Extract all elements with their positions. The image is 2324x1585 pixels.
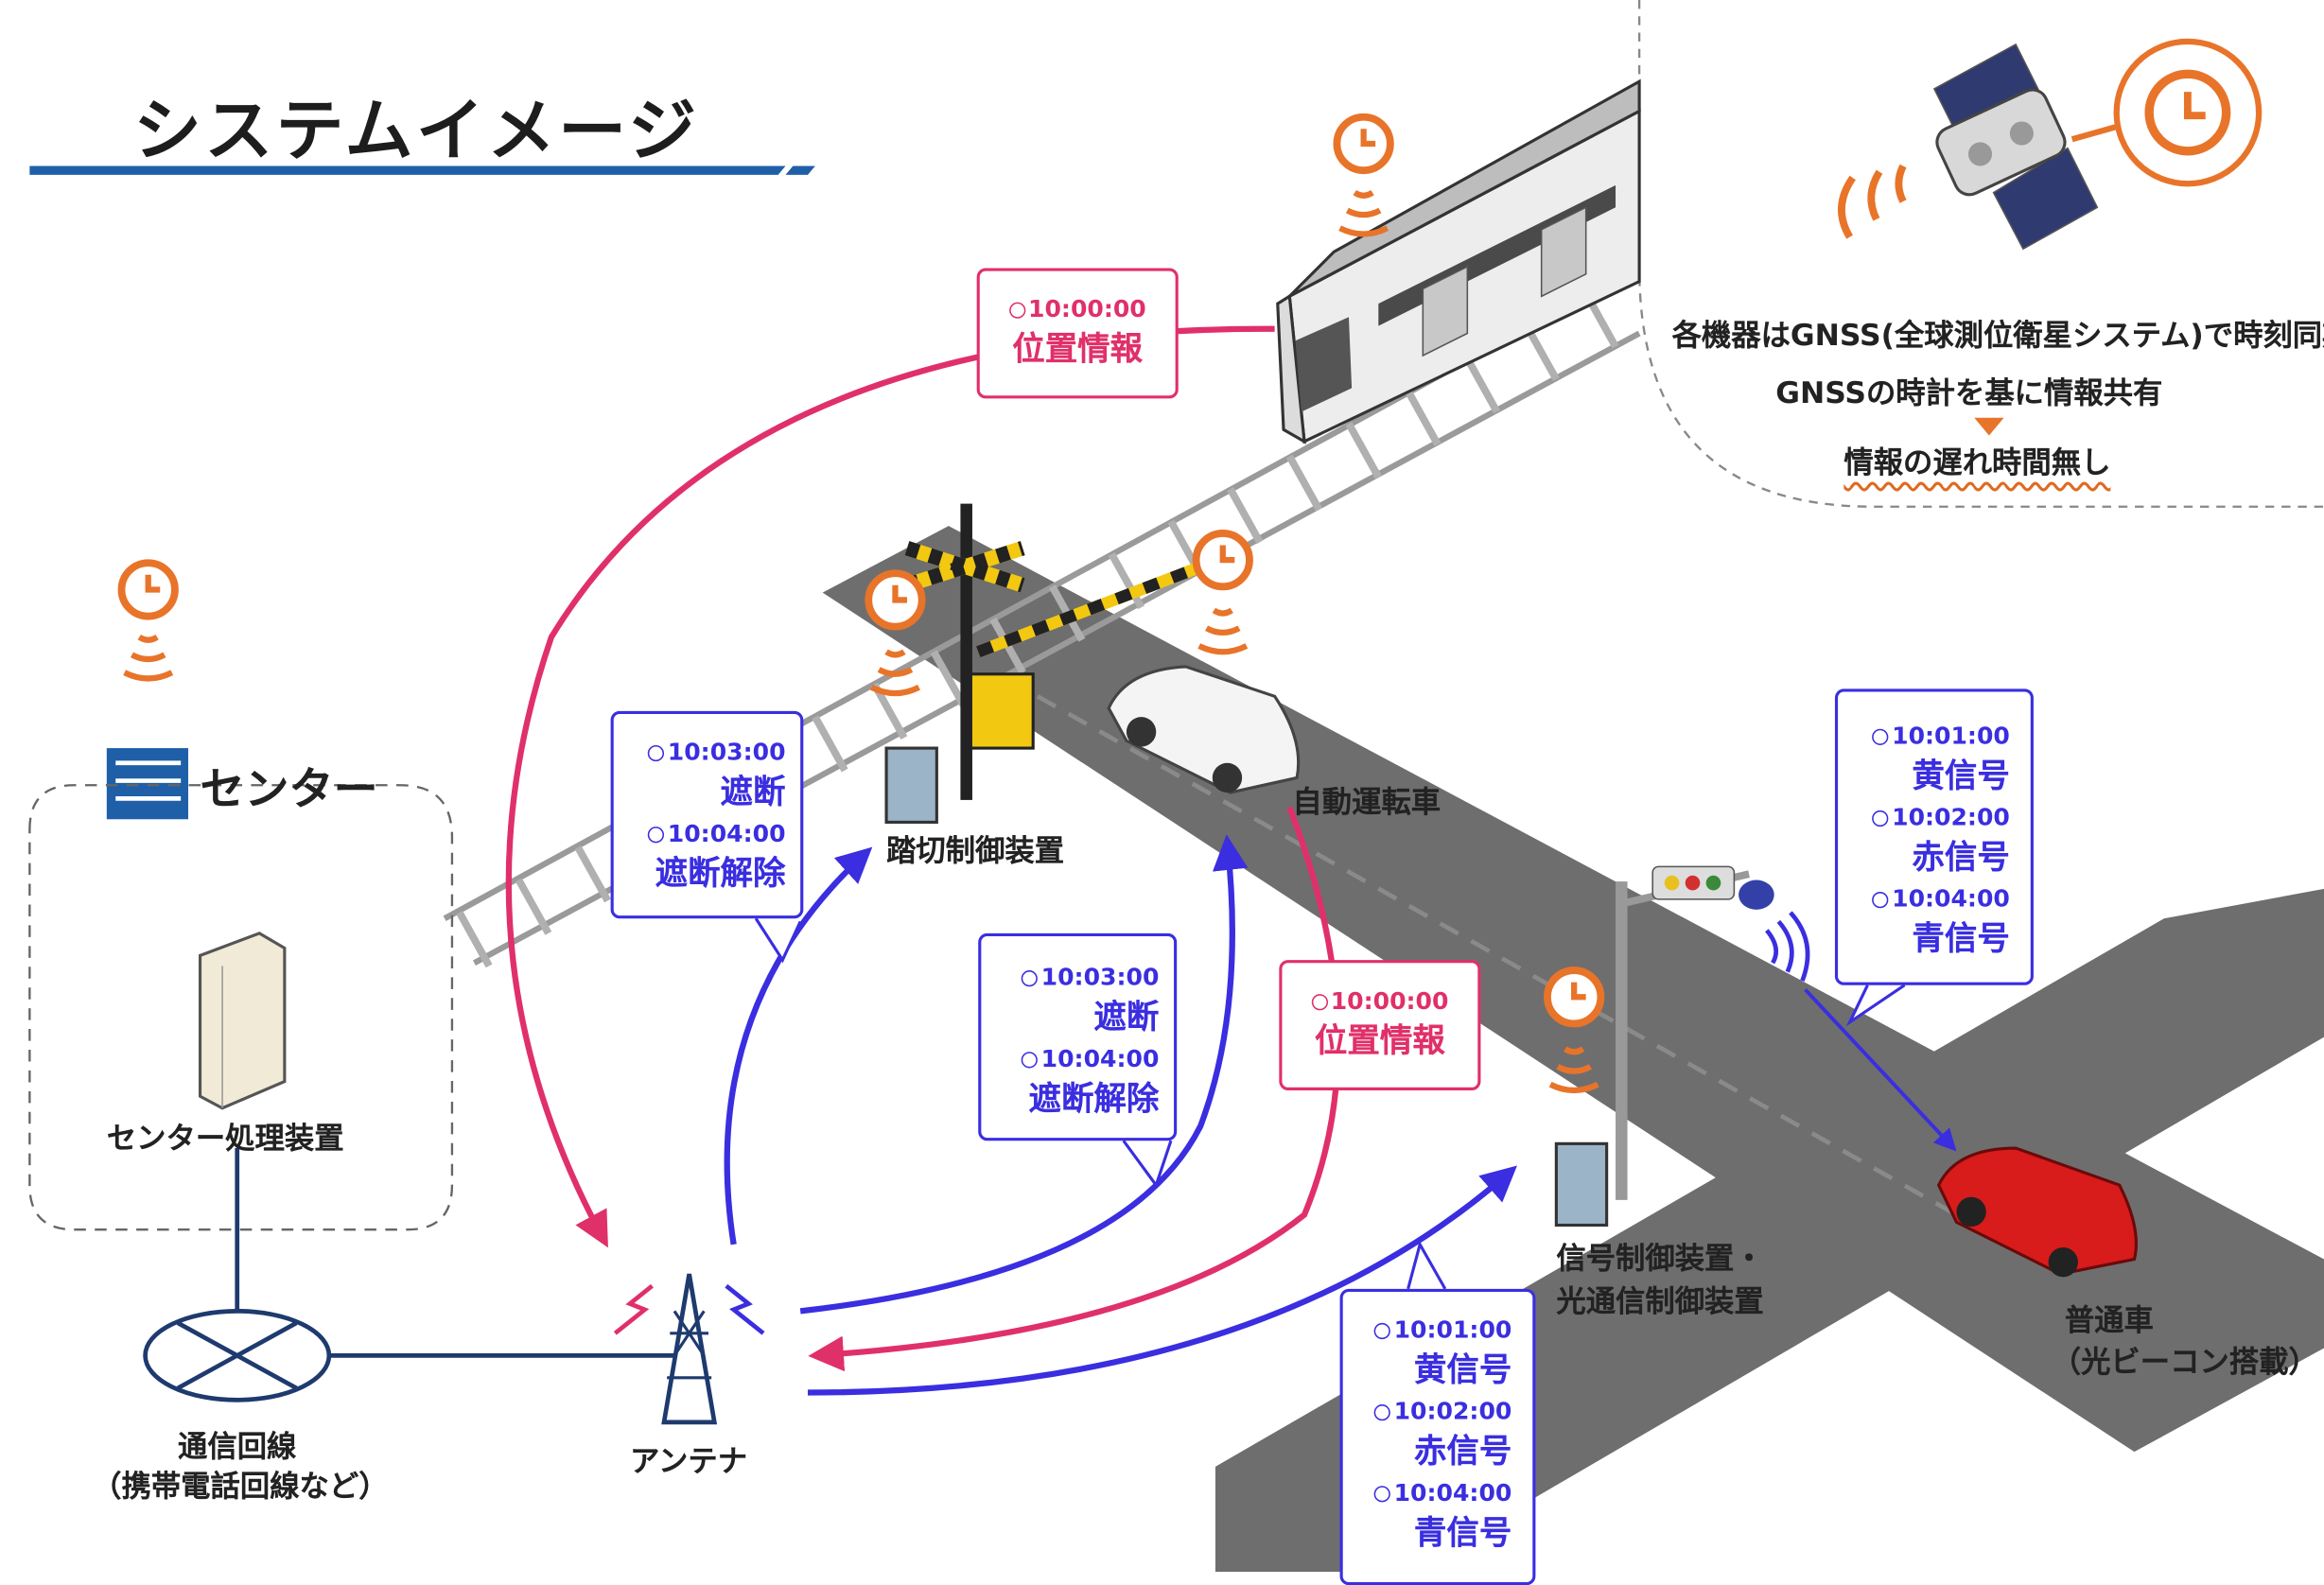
normal-car-illustration bbox=[1936, 1146, 2138, 1278]
antenna-label: アンテナ bbox=[629, 1442, 748, 1479]
car-position-text: 位置情報 bbox=[1314, 1023, 1445, 1061]
clock-mini-icon bbox=[1311, 994, 1328, 1011]
car-position-callout: 10:00:00 位置情報 bbox=[1279, 960, 1481, 1090]
clock-mini-icon bbox=[1008, 302, 1025, 319]
auto-car-illustration bbox=[1107, 665, 1301, 794]
car-to-antenna-arrow bbox=[808, 806, 1341, 1372]
gnss-down-arrow bbox=[1974, 417, 2004, 436]
signal-bottom-time-1: 10:01:00 bbox=[1343, 1315, 1511, 1344]
clock-mini-icon bbox=[1022, 970, 1039, 987]
gnss-line-3: 情報の遅れ時間無し bbox=[1843, 444, 2111, 480]
crossing-controller-label: 踏切制御装置 bbox=[886, 832, 1065, 868]
crossing-controller-box bbox=[884, 746, 938, 824]
antenna-to-signal-arrow bbox=[808, 1165, 1517, 1396]
crossing-clock-icon bbox=[868, 573, 921, 626]
crossing-gate bbox=[904, 503, 1232, 800]
auto-car-label: 自動運転車 bbox=[1292, 783, 1442, 820]
clock-mini-icon bbox=[1872, 892, 1889, 909]
clock-mini-icon bbox=[1374, 1486, 1391, 1503]
crossing-text-2: 遮断解除 bbox=[655, 856, 786, 894]
signal-top-time-2: 10:02:00 bbox=[1838, 803, 2010, 831]
clock-mini-icon bbox=[648, 827, 665, 844]
center-building-icon bbox=[106, 748, 189, 820]
signal-controller-box bbox=[1554, 1141, 1609, 1228]
signal-top-text-1: 黄信号 bbox=[1912, 758, 2010, 796]
antenna-to-autocar-arrow bbox=[799, 834, 1249, 1315]
normal-car-sublabel: （光ビーコン搭載） bbox=[2051, 1343, 2318, 1380]
train-position-time: 10:00:00 bbox=[980, 295, 1176, 322]
signal-bottom-text-1: 黄信号 bbox=[1413, 1352, 1512, 1390]
center-processor-label: センター処理装置 bbox=[106, 1120, 344, 1156]
signal-controller-label-1: 信号制御装置・ bbox=[1556, 1240, 1764, 1276]
center-region-border bbox=[28, 784, 454, 1231]
antenna-tower-icon bbox=[613, 1273, 765, 1425]
signal-bottom-time-2: 10:02:00 bbox=[1343, 1397, 1511, 1425]
auto-car-time-2: 10:04:00 bbox=[981, 1044, 1159, 1072]
clock-mini-icon bbox=[1872, 810, 1889, 827]
antenna-to-crossing-arrow bbox=[724, 846, 873, 1245]
signal-top-text-2: 赤信号 bbox=[1912, 840, 2010, 878]
signal-bottom-text-2: 赤信号 bbox=[1413, 1434, 1512, 1472]
train-position-text: 位置情報 bbox=[1012, 331, 1144, 370]
clock-mini-icon bbox=[1022, 1052, 1039, 1069]
crossing-callout: 10:03:00 遮断 10:04:00 遮断解除 bbox=[610, 710, 804, 919]
signal-top-time-3: 10:04:00 bbox=[1838, 884, 2010, 913]
center-label: センター bbox=[200, 764, 378, 817]
train-illustration bbox=[1276, 78, 1641, 444]
crossing-text-1: 遮断 bbox=[720, 775, 786, 812]
crossing-time-2: 10:04:00 bbox=[614, 819, 786, 847]
train-clock-icon bbox=[1337, 117, 1389, 170]
gnss-line-1: 各機器はGNSS(全球測位衛星システム)で時刻同期 bbox=[1671, 317, 2324, 353]
signal-top-text-3: 青信号 bbox=[1912, 921, 2010, 959]
traffic-signal bbox=[1616, 865, 1810, 1200]
satellite-illustration bbox=[1838, 43, 2099, 251]
clock-mini-icon bbox=[1374, 1322, 1391, 1340]
signal-bottom-callout: 10:01:00 黄信号 10:02:00 赤信号 10:04:00 青信号 bbox=[1339, 1288, 1536, 1585]
train-position-callout: 10:00:00 位置情報 bbox=[976, 268, 1179, 399]
server-rack-icon bbox=[198, 932, 287, 1110]
signal-top-time-1: 10:01:00 bbox=[1838, 722, 2010, 750]
title-underline bbox=[29, 165, 786, 175]
auto-car-time-1: 10:03:00 bbox=[981, 963, 1159, 991]
car-position-time: 10:00:00 bbox=[1282, 986, 1477, 1015]
center-clock-icon bbox=[121, 563, 174, 616]
signal-controller-label-2: 光通信制御装置 bbox=[1556, 1282, 1764, 1319]
auto-car-callout: 10:03:00 遮断 10:04:00 遮断解除 bbox=[978, 932, 1178, 1141]
auto-car-text-2: 遮断解除 bbox=[1028, 1081, 1160, 1119]
network-node-icon bbox=[143, 1309, 332, 1402]
normal-car-label: 普通車 bbox=[2064, 1301, 2154, 1338]
auto-car-text-1: 遮断 bbox=[1093, 1000, 1160, 1037]
comm-line-sublabel: （携帯電話回線など） bbox=[92, 1468, 389, 1504]
clock-mini-icon bbox=[1374, 1404, 1391, 1421]
satellite-clock-icon bbox=[2071, 38, 2263, 187]
gnss-region-border bbox=[1637, 0, 2324, 508]
signal-top-callout: 10:01:00 黄信号 10:02:00 赤信号 10:04:00 青信号 bbox=[1834, 688, 2034, 985]
page-title: システムイメージ bbox=[133, 90, 700, 171]
clock-mini-icon bbox=[1872, 728, 1889, 745]
auto-car-clock-icon bbox=[1197, 533, 1249, 586]
gnss-line-2: GNSSの時計を基に情報共有 bbox=[1775, 374, 2163, 410]
clock-mini-icon bbox=[648, 744, 665, 762]
crossing-time-1: 10:03:00 bbox=[614, 738, 786, 766]
signal-bottom-text-3: 青信号 bbox=[1413, 1515, 1512, 1553]
signal-to-car-arrow bbox=[1804, 988, 1957, 1152]
comm-line-label: 通信回線 bbox=[178, 1428, 297, 1464]
signal-bottom-time-3: 10:04:00 bbox=[1343, 1478, 1511, 1507]
signal-clock-icon bbox=[1547, 970, 1600, 1023]
